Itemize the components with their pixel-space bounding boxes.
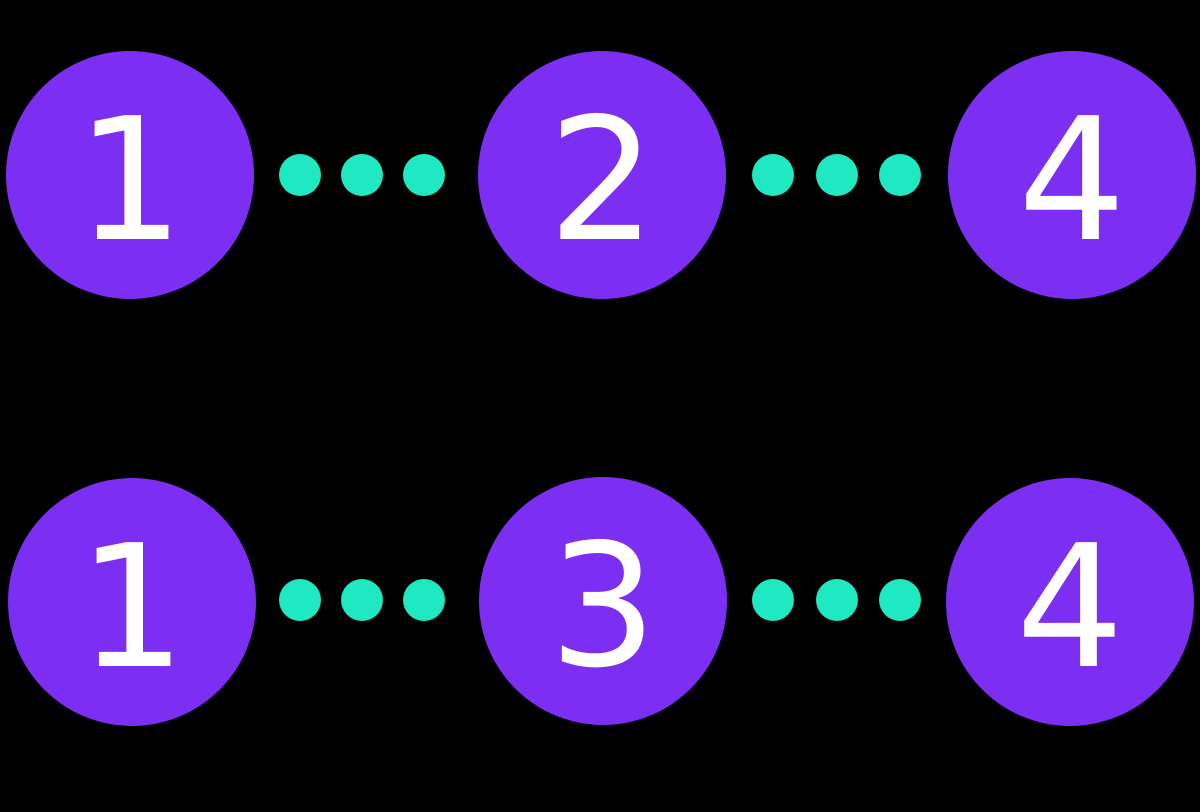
node-bottom-3: 3 [479,477,727,725]
connector-dot [879,154,921,196]
connector-dot [341,154,383,196]
connector-dot [403,579,445,621]
connector-dot [279,579,321,621]
node-label: 4 [1015,509,1125,707]
node-top-4: 4 [948,51,1196,299]
connector-dot [752,154,794,196]
connector-dot [752,579,794,621]
node-label: 3 [548,508,658,706]
node-top-1: 1 [6,51,254,299]
connector-dot [879,579,921,621]
connector-dot [279,154,321,196]
connector-dot [816,579,858,621]
node-label: 1 [77,509,187,707]
connector-dot [816,154,858,196]
node-label: 2 [547,82,657,280]
node-bottom-4: 4 [946,478,1194,726]
node-top-2: 2 [478,51,726,299]
node-label: 4 [1017,82,1127,280]
node-bottom-1: 1 [8,478,256,726]
connector-dot [403,154,445,196]
connector-dot [341,579,383,621]
node-label: 1 [75,82,185,280]
